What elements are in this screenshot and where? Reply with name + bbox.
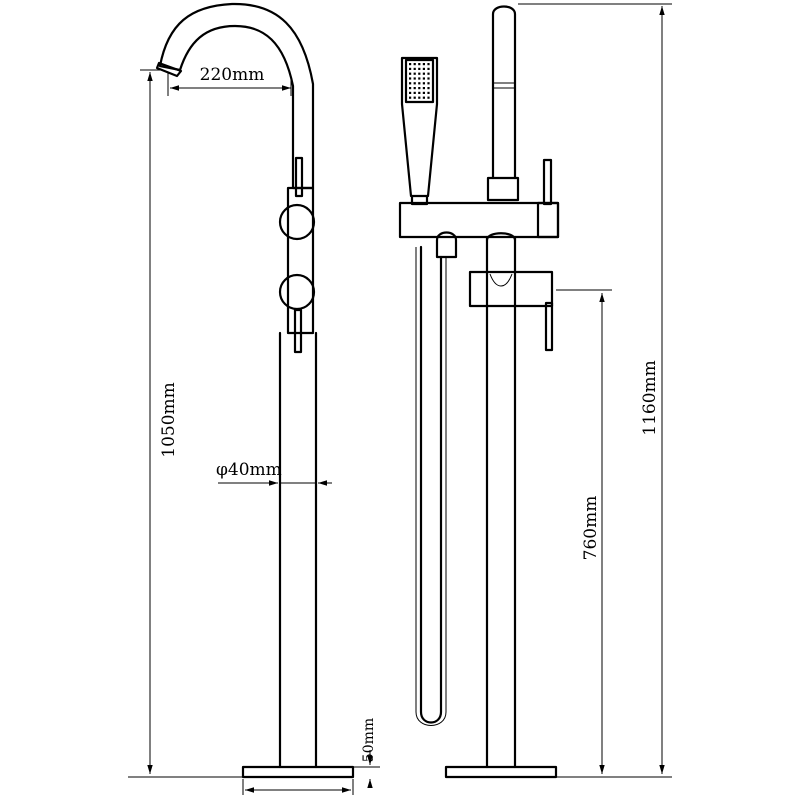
nozzle-dot bbox=[422, 91, 425, 94]
front-view bbox=[398, 5, 560, 779]
nozzle-dot bbox=[413, 82, 416, 85]
mixer-block-detail bbox=[489, 273, 513, 287]
nozzle-dot bbox=[418, 63, 421, 66]
label-spout-height: 1050mm bbox=[159, 382, 179, 458]
nozzle-dot bbox=[409, 87, 412, 90]
holder-bar bbox=[398, 201, 560, 239]
spout-pipe-marks bbox=[494, 82, 514, 89]
shower-head-face bbox=[404, 58, 435, 104]
floor-base bbox=[241, 765, 355, 779]
spout-nozzle bbox=[155, 61, 183, 78]
gooseneck-spout bbox=[158, 2, 315, 190]
nozzle-dot bbox=[409, 91, 412, 94]
upper-knob bbox=[278, 203, 316, 241]
nozzle-dot bbox=[418, 67, 421, 70]
front-spout-pipe bbox=[491, 5, 517, 180]
nozzle-dot bbox=[422, 96, 425, 99]
nozzle-dot bbox=[427, 77, 430, 80]
nozzle-dot bbox=[418, 87, 421, 90]
dimension-labels: 220mm φ40mm 1050mm 760mm 1160mm 50mm bbox=[159, 65, 660, 762]
nozzle-dot bbox=[409, 72, 412, 75]
mixer-block bbox=[468, 270, 554, 308]
nozzle-dot bbox=[427, 67, 430, 70]
nozzle-dot bbox=[427, 63, 430, 66]
label-base-thickness: 50mm bbox=[361, 718, 377, 762]
nozzle-dot bbox=[418, 96, 421, 99]
label-handle-height: 760mm bbox=[581, 496, 601, 561]
nozzle-dot bbox=[413, 96, 416, 99]
hose-inner-line bbox=[415, 247, 447, 726]
nozzle-dot bbox=[409, 82, 412, 85]
nozzle-dot bbox=[413, 67, 416, 70]
standing-pipe bbox=[278, 331, 318, 769]
nozzle-dot bbox=[422, 82, 425, 85]
hose-connector bbox=[435, 231, 458, 259]
label-total-height: 1160mm bbox=[640, 360, 660, 436]
nozzle-dot bbox=[413, 87, 416, 90]
nozzle-dot bbox=[409, 96, 412, 99]
nozzle-dot bbox=[422, 63, 425, 66]
nozzle-dot bbox=[418, 91, 421, 94]
lower-lever bbox=[293, 308, 303, 354]
nozzle-dot bbox=[409, 63, 412, 66]
nozzle-dot bbox=[418, 72, 421, 75]
nozzle-dot bbox=[427, 96, 430, 99]
flexible-hose bbox=[419, 245, 443, 724]
mixer-lever-stem bbox=[544, 301, 554, 352]
shower-nozzle-grid bbox=[409, 63, 430, 99]
nozzle-dot bbox=[422, 72, 425, 75]
nozzle-dot bbox=[418, 82, 421, 85]
nozzle-dot bbox=[422, 67, 425, 70]
label-pipe-diameter: φ40mm bbox=[216, 460, 282, 480]
front-floor-base bbox=[444, 765, 558, 779]
side-view bbox=[155, 2, 355, 779]
pipe-top-cap bbox=[485, 232, 517, 242]
side-lever-cap bbox=[536, 201, 560, 239]
nozzle-dot bbox=[427, 91, 430, 94]
label-spout-reach: 220mm bbox=[200, 65, 265, 85]
nozzle-dot bbox=[413, 72, 416, 75]
nozzle-dot bbox=[418, 77, 421, 80]
lower-knob bbox=[278, 273, 316, 311]
nozzle-dot bbox=[413, 77, 416, 80]
top-lever bbox=[294, 156, 304, 198]
nozzle-dot bbox=[409, 77, 412, 80]
nozzle-dot bbox=[427, 87, 430, 90]
nozzle-dot bbox=[422, 87, 425, 90]
spout-collar bbox=[486, 176, 520, 202]
side-lever bbox=[542, 158, 553, 206]
nozzle-dot bbox=[413, 63, 416, 66]
nozzle-dot bbox=[427, 82, 430, 85]
nozzle-dot bbox=[422, 77, 425, 80]
nozzle-dot bbox=[427, 72, 430, 75]
dimension-lines bbox=[128, 3, 672, 795]
front-standing-pipe bbox=[485, 235, 517, 769]
nozzle-dot bbox=[409, 67, 412, 70]
nozzle-dot bbox=[413, 91, 416, 94]
